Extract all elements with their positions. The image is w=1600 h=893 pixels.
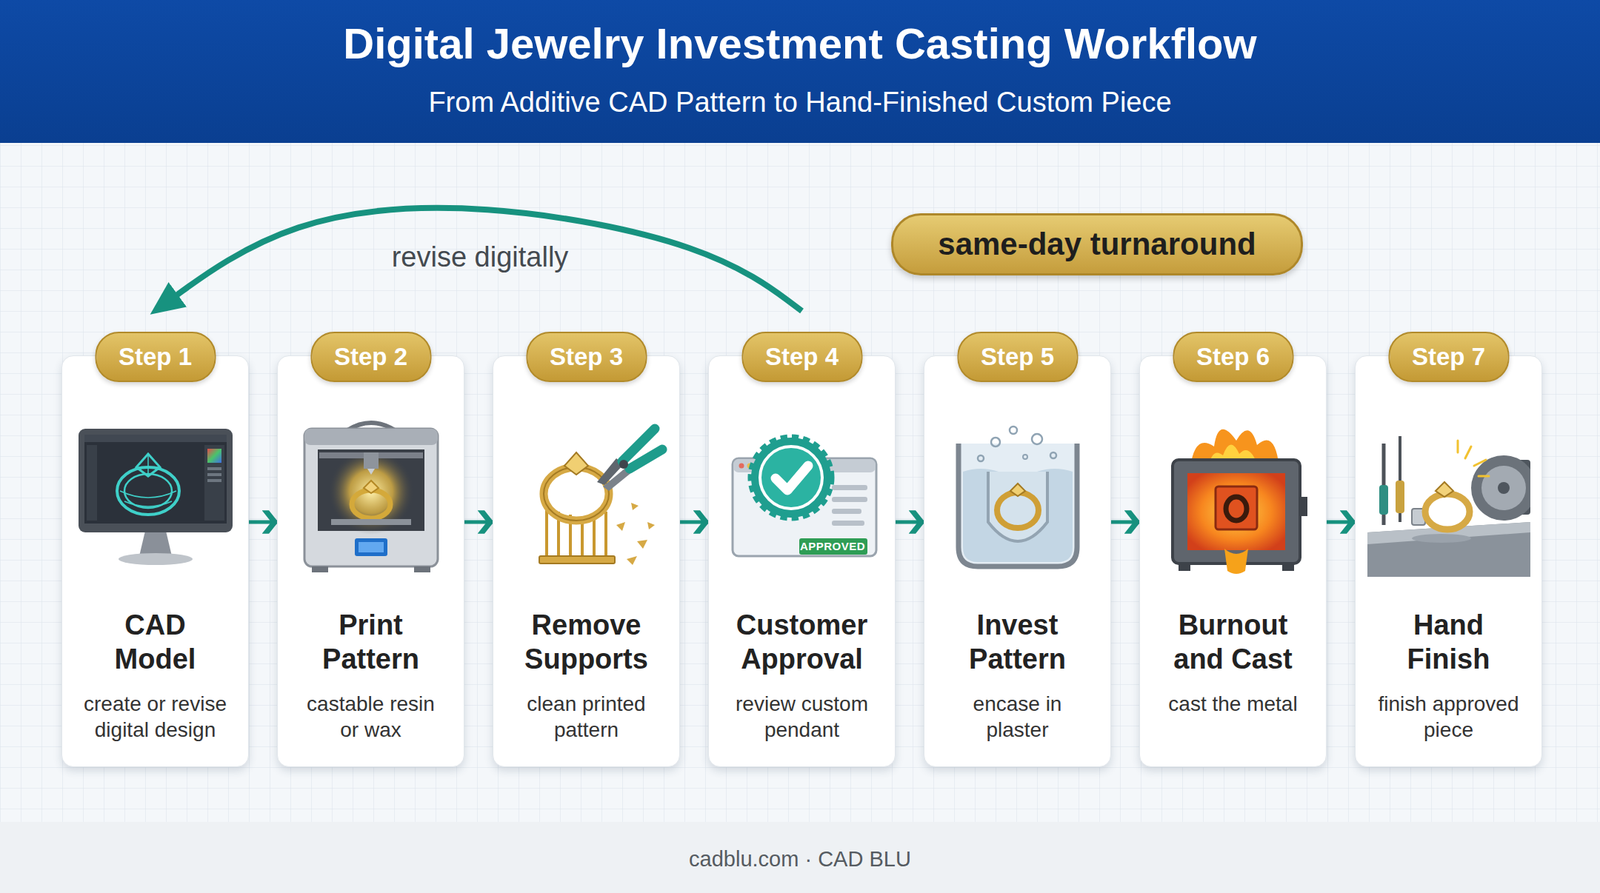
step-badge: Step 5 xyxy=(957,331,1078,383)
step-card: Step 4Customer Approvalreview custom pen… xyxy=(708,355,896,768)
diagram-title: Digital Jewelry Investment Casting Workf… xyxy=(0,17,1600,70)
step-description: review custom pendant xyxy=(725,691,878,743)
step-description: encase in plaster xyxy=(941,691,1094,743)
footer-band xyxy=(0,822,1600,893)
step-title: Customer Approval xyxy=(728,608,877,677)
step-illustration xyxy=(720,414,884,578)
step-illustration xyxy=(289,414,453,578)
flow-chevron xyxy=(895,520,924,525)
step-title: Remove Supports xyxy=(512,608,661,677)
pill-text: same-day turnaround xyxy=(937,215,1256,274)
step-title: Print Pattern xyxy=(297,608,446,677)
step-description: cast the metal xyxy=(1168,691,1298,718)
step-illustration xyxy=(74,414,238,578)
highlight-pill: same-day turnaround xyxy=(891,213,1303,276)
step-card: Step 3Remove Supportsclean printed patte… xyxy=(492,355,680,768)
step-title: Invest Pattern xyxy=(943,608,1092,677)
step-illustration xyxy=(1367,414,1531,578)
step-badge: Step 3 xyxy=(525,331,647,383)
step-card: Step 6Burnout and Castcast the metal xyxy=(1139,355,1327,768)
step-illustration xyxy=(936,414,1100,578)
step-badge: Step 4 xyxy=(741,331,863,383)
flow-chevron xyxy=(248,520,278,525)
step-description: clean printed pattern xyxy=(510,691,663,743)
flow-chevron xyxy=(680,520,709,525)
header-band xyxy=(0,0,1600,143)
step-card: Step 7Hand Finishfinish approved piece xyxy=(1354,355,1543,768)
approved-tag-text: APPROVED xyxy=(800,540,866,553)
step-badge: Step 1 xyxy=(94,331,216,383)
step-description: castable resin or wax xyxy=(294,691,447,743)
step-description: finish approved piece xyxy=(1372,691,1525,743)
flow-chevron xyxy=(1111,520,1140,525)
step-description: create or revise digital design xyxy=(79,691,232,743)
footer-credit: cadblu.com · CAD BLU xyxy=(688,847,912,872)
step-title: CAD Model xyxy=(81,608,230,677)
flow-chevron xyxy=(464,520,493,525)
step-badge: Step 6 xyxy=(1172,331,1294,383)
step-badge: Step 2 xyxy=(310,331,432,383)
step-card: Step 5Invest Patternencase in plaster xyxy=(923,355,1112,768)
edge-label: revise digitally xyxy=(391,241,569,274)
step-illustration xyxy=(1151,414,1315,578)
step-title: Hand Finish xyxy=(1374,608,1523,677)
step-card: Step 1CAD Modelcreate or revise digital … xyxy=(61,355,249,768)
step-badge: Step 7 xyxy=(1388,331,1509,383)
revision-loop-arrow xyxy=(161,208,803,312)
flow-chevron xyxy=(1326,520,1355,525)
grid-paper xyxy=(0,142,1600,823)
step-title: Burnout and Cast xyxy=(1159,608,1308,677)
step-illustration xyxy=(505,414,669,578)
step-card: Step 2Print Patterncastable resin or wax xyxy=(277,355,465,768)
subtitle: From Additive CAD Pattern to Hand-Finish… xyxy=(428,86,1172,119)
